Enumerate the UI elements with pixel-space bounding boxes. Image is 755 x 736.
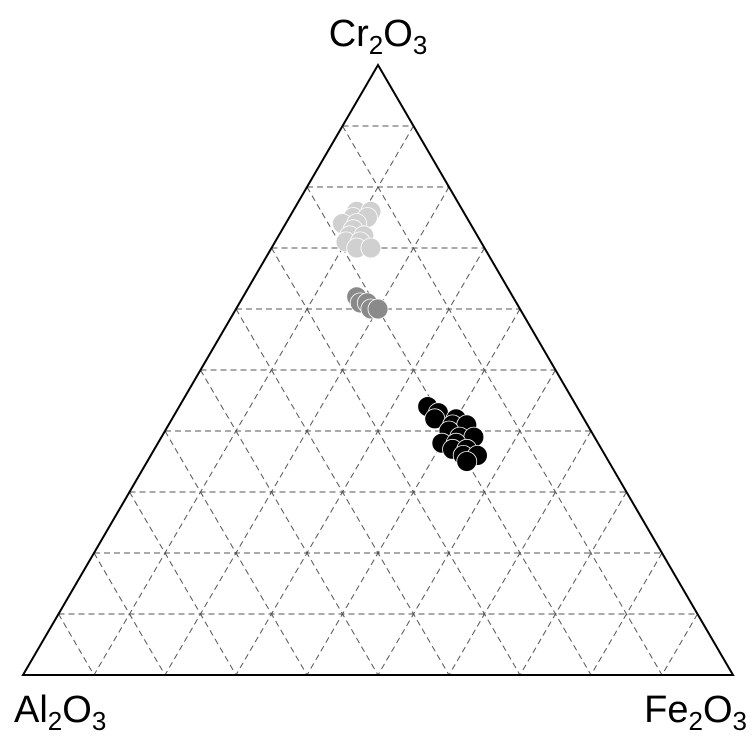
grid-line bbox=[164, 430, 308, 676]
grid-line bbox=[129, 491, 237, 676]
grid-line bbox=[519, 491, 627, 676]
data-points bbox=[332, 200, 488, 472]
data-point bbox=[360, 237, 382, 259]
series-2 bbox=[346, 286, 389, 320]
vertex-label-left: Al2O3 bbox=[14, 689, 106, 736]
grid-line bbox=[342, 125, 663, 676]
vertex-label-right: Fe2O3 bbox=[644, 689, 747, 736]
grid-line bbox=[590, 552, 663, 676]
ternary-frame bbox=[21, 63, 735, 676]
series-3 bbox=[417, 396, 488, 472]
grid-line bbox=[93, 552, 166, 676]
grid-line bbox=[448, 430, 592, 676]
grid-line bbox=[200, 369, 379, 676]
grid-line bbox=[661, 613, 698, 676]
series-1 bbox=[332, 200, 382, 259]
grid-line bbox=[271, 247, 521, 676]
data-point bbox=[456, 451, 478, 472]
vertex-label-top: Cr2O3 bbox=[329, 13, 428, 60]
grid-line bbox=[235, 247, 485, 676]
grid-line bbox=[58, 613, 95, 676]
data-point bbox=[367, 298, 389, 320]
grid-line bbox=[377, 369, 556, 676]
